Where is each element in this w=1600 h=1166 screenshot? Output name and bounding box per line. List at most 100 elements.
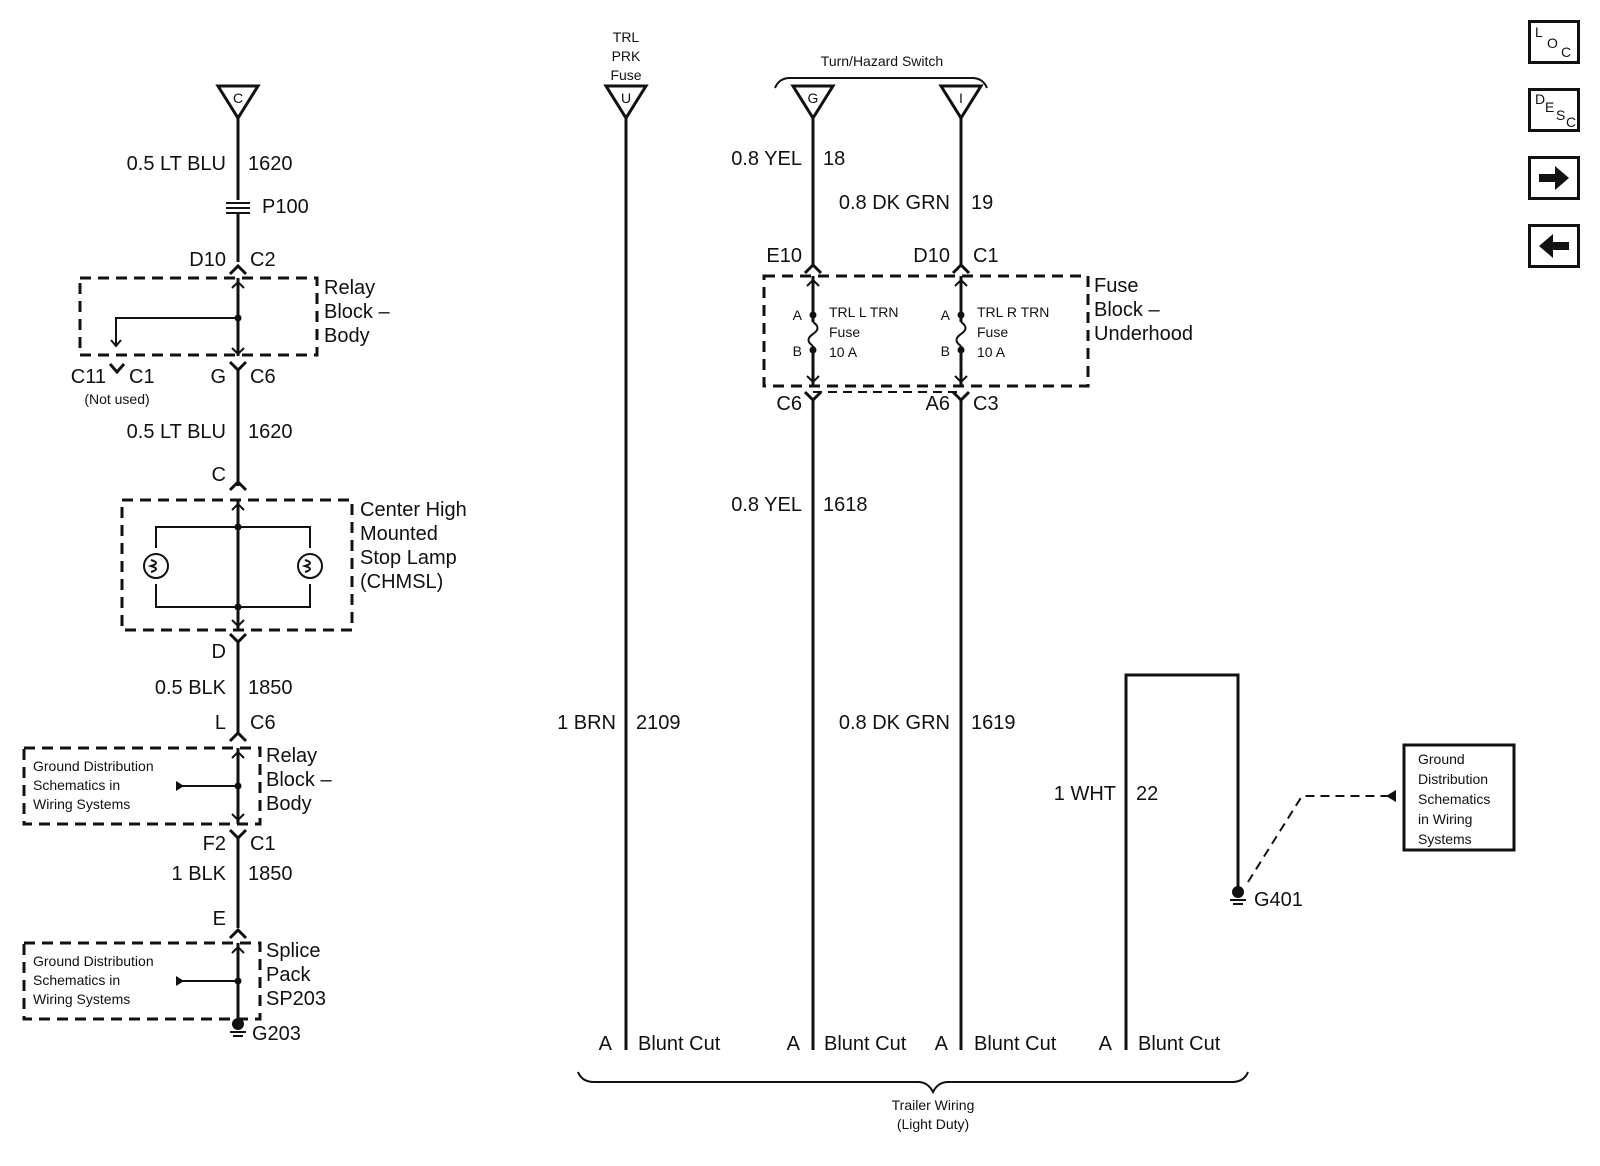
gd2-line2[interactable]: Schematics in xyxy=(33,972,120,988)
relay-top-connector-mark xyxy=(228,263,248,276)
fuse-block-e10-mark xyxy=(803,262,823,275)
gd3-leader xyxy=(1247,795,1390,883)
relay-bottom-connector-mark xyxy=(228,360,248,373)
fuse-l-line3: 10 A xyxy=(829,344,858,360)
wire-22-spec: 1 WHT xyxy=(1054,783,1116,805)
fuse-block-e10-pin: E10 xyxy=(766,245,802,267)
wire-1850b-spec: 1 BLK xyxy=(172,863,227,885)
relay2-c1-label: C1 xyxy=(250,833,276,855)
blunt-cut-3-pin: A xyxy=(935,1033,949,1055)
wire-1850-spec: 0.5 BLK xyxy=(155,677,227,699)
splice-line1: Splice xyxy=(266,940,320,962)
relay-top-right-pin: C2 xyxy=(250,249,276,271)
turn-hazard-circuit: Turn/Hazard Switch G I 0.8 YEL 18 0.8 DK… xyxy=(731,53,1193,1050)
connector-c-triangle xyxy=(215,84,261,121)
relay-c11-label: C11 xyxy=(71,366,106,388)
fuse-block-a6-pin: A6 xyxy=(926,393,950,415)
wire-1620b-spec: 0.5 LT BLU xyxy=(127,421,226,443)
loc-o: O xyxy=(1547,35,1558,51)
relay-block-line3: Body xyxy=(324,325,370,347)
fuse-r-line2: Fuse xyxy=(977,324,1008,340)
blunt-cut-2-label: Blunt Cut xyxy=(824,1033,907,1055)
gd1-line1[interactable]: Ground Distribution xyxy=(33,758,154,774)
fuse-block-line3: Underhood xyxy=(1094,323,1193,345)
relay-g-pin: G xyxy=(210,366,226,388)
wire-1618-num: 1618 xyxy=(823,494,868,516)
relay-top-left-pin: D10 xyxy=(189,249,226,271)
desc-d: D xyxy=(1535,91,1546,107)
fuse-block-c1-label: C1 xyxy=(973,245,999,267)
connector-u-label: U xyxy=(621,90,631,106)
loc-c: C xyxy=(1561,44,1572,60)
turn-hazard-bracket xyxy=(774,77,988,89)
fuse-trl-r-trn-icon xyxy=(955,321,967,347)
fuse-block-a6-mark xyxy=(951,390,971,403)
desc-button[interactable]: D E S C xyxy=(1528,88,1580,132)
loc-button[interactable]: L O C xyxy=(1528,20,1580,64)
wire-1619-num: 1619 xyxy=(971,712,1016,734)
relay2-pin-l: L xyxy=(215,712,226,734)
splice-pin-e: E xyxy=(213,908,226,930)
fuse-r-line3: 10 A xyxy=(977,344,1006,360)
fuse-l-line2: Fuse xyxy=(829,324,860,340)
relay-c6-label: C6 xyxy=(250,366,276,388)
gd1-line2[interactable]: Schematics in xyxy=(33,777,120,793)
desc-s: S xyxy=(1556,107,1566,123)
fuse-block-c6-label: C6 xyxy=(776,393,802,415)
wire-18-spec: 0.8 YEL xyxy=(731,148,802,170)
wire-22 xyxy=(1124,673,1240,1050)
gd1-line3[interactable]: Wiring Systems xyxy=(33,796,130,812)
gd3-box[interactable] xyxy=(1402,743,1516,852)
fuse-l-pin-b: B xyxy=(793,343,802,359)
chmsl-top-connector-mark xyxy=(228,479,248,492)
trailer-wiring-bracket xyxy=(577,1071,1249,1095)
trl-prk-line2: PRK xyxy=(612,48,641,64)
connector-i-triangle xyxy=(938,84,984,121)
wire-1618-spec: 0.8 YEL xyxy=(731,494,802,516)
splice-line3: SP203 xyxy=(266,988,326,1010)
wire-18-num: 18 xyxy=(823,148,845,170)
gd3-arrow-icon xyxy=(1386,790,1396,802)
gd3-line3: Schematics xyxy=(1418,791,1490,807)
fuse-block-c6-mark xyxy=(803,390,823,403)
relay-c1-label: C1 xyxy=(129,366,155,388)
c11-connector-mark xyxy=(108,363,126,375)
next-button[interactable] xyxy=(1528,156,1580,200)
blunt-cut-4-pin: A xyxy=(1099,1033,1113,1055)
wire-2109-spec: 1 BRN xyxy=(557,712,616,734)
blunt-cut-3-label: Blunt Cut xyxy=(974,1033,1057,1055)
left-circuit: C 0.5 LT BLU 1620 P100 D10 C2 Relay Bloc… xyxy=(22,84,467,1045)
relay2-pin-f2: F2 xyxy=(203,833,226,855)
chmsl-line1: Center High xyxy=(360,499,467,521)
connector-c-label: C xyxy=(233,90,243,106)
gd2-line3[interactable]: Wiring Systems xyxy=(33,991,130,1007)
blunt-cuts: A Blunt Cut A Blunt Cut A Blunt Cut A Bl… xyxy=(577,1033,1249,1132)
chmsl-line3: Stop Lamp xyxy=(360,547,457,569)
bulb-right-icon xyxy=(297,553,323,579)
ground-g401-icon xyxy=(1230,886,1246,905)
chmsl-line2: Mounted xyxy=(360,523,438,545)
relay2-top-connector-mark xyxy=(228,730,248,743)
relay-block-line1: Relay xyxy=(324,277,375,299)
gd3-line5: Systems xyxy=(1418,831,1472,847)
relay2-bottom-connector-mark xyxy=(228,828,248,841)
back-button[interactable] xyxy=(1528,224,1580,268)
p100-connector xyxy=(226,202,250,214)
gd2-line1[interactable]: Ground Distribution xyxy=(33,953,154,969)
fuse-l-line1: TRL L TRN xyxy=(829,304,899,320)
fuse-block-line2: Block – xyxy=(1094,299,1160,321)
gd3-line2: Distribution xyxy=(1418,771,1488,787)
trl-prk-line1: TRL xyxy=(613,29,640,45)
not-used-note: (Not used) xyxy=(84,391,149,407)
fuse-trl-l-trn-icon xyxy=(807,321,819,347)
wire-19-num: 19 xyxy=(971,192,993,214)
ground-g203-icon xyxy=(230,1018,246,1037)
relay-block2-line3: Body xyxy=(266,793,312,815)
blunt-cut-1-label: Blunt Cut xyxy=(638,1033,721,1055)
relay-block2-line2: Block – xyxy=(266,769,332,791)
fuse-l-pin-a: A xyxy=(793,307,803,323)
wire-1620b-num: 1620 xyxy=(248,421,293,443)
trl-prk-line3: Fuse xyxy=(610,67,641,83)
blunt-cut-4-label: Blunt Cut xyxy=(1138,1033,1221,1055)
arrow-left-icon xyxy=(1539,234,1569,258)
